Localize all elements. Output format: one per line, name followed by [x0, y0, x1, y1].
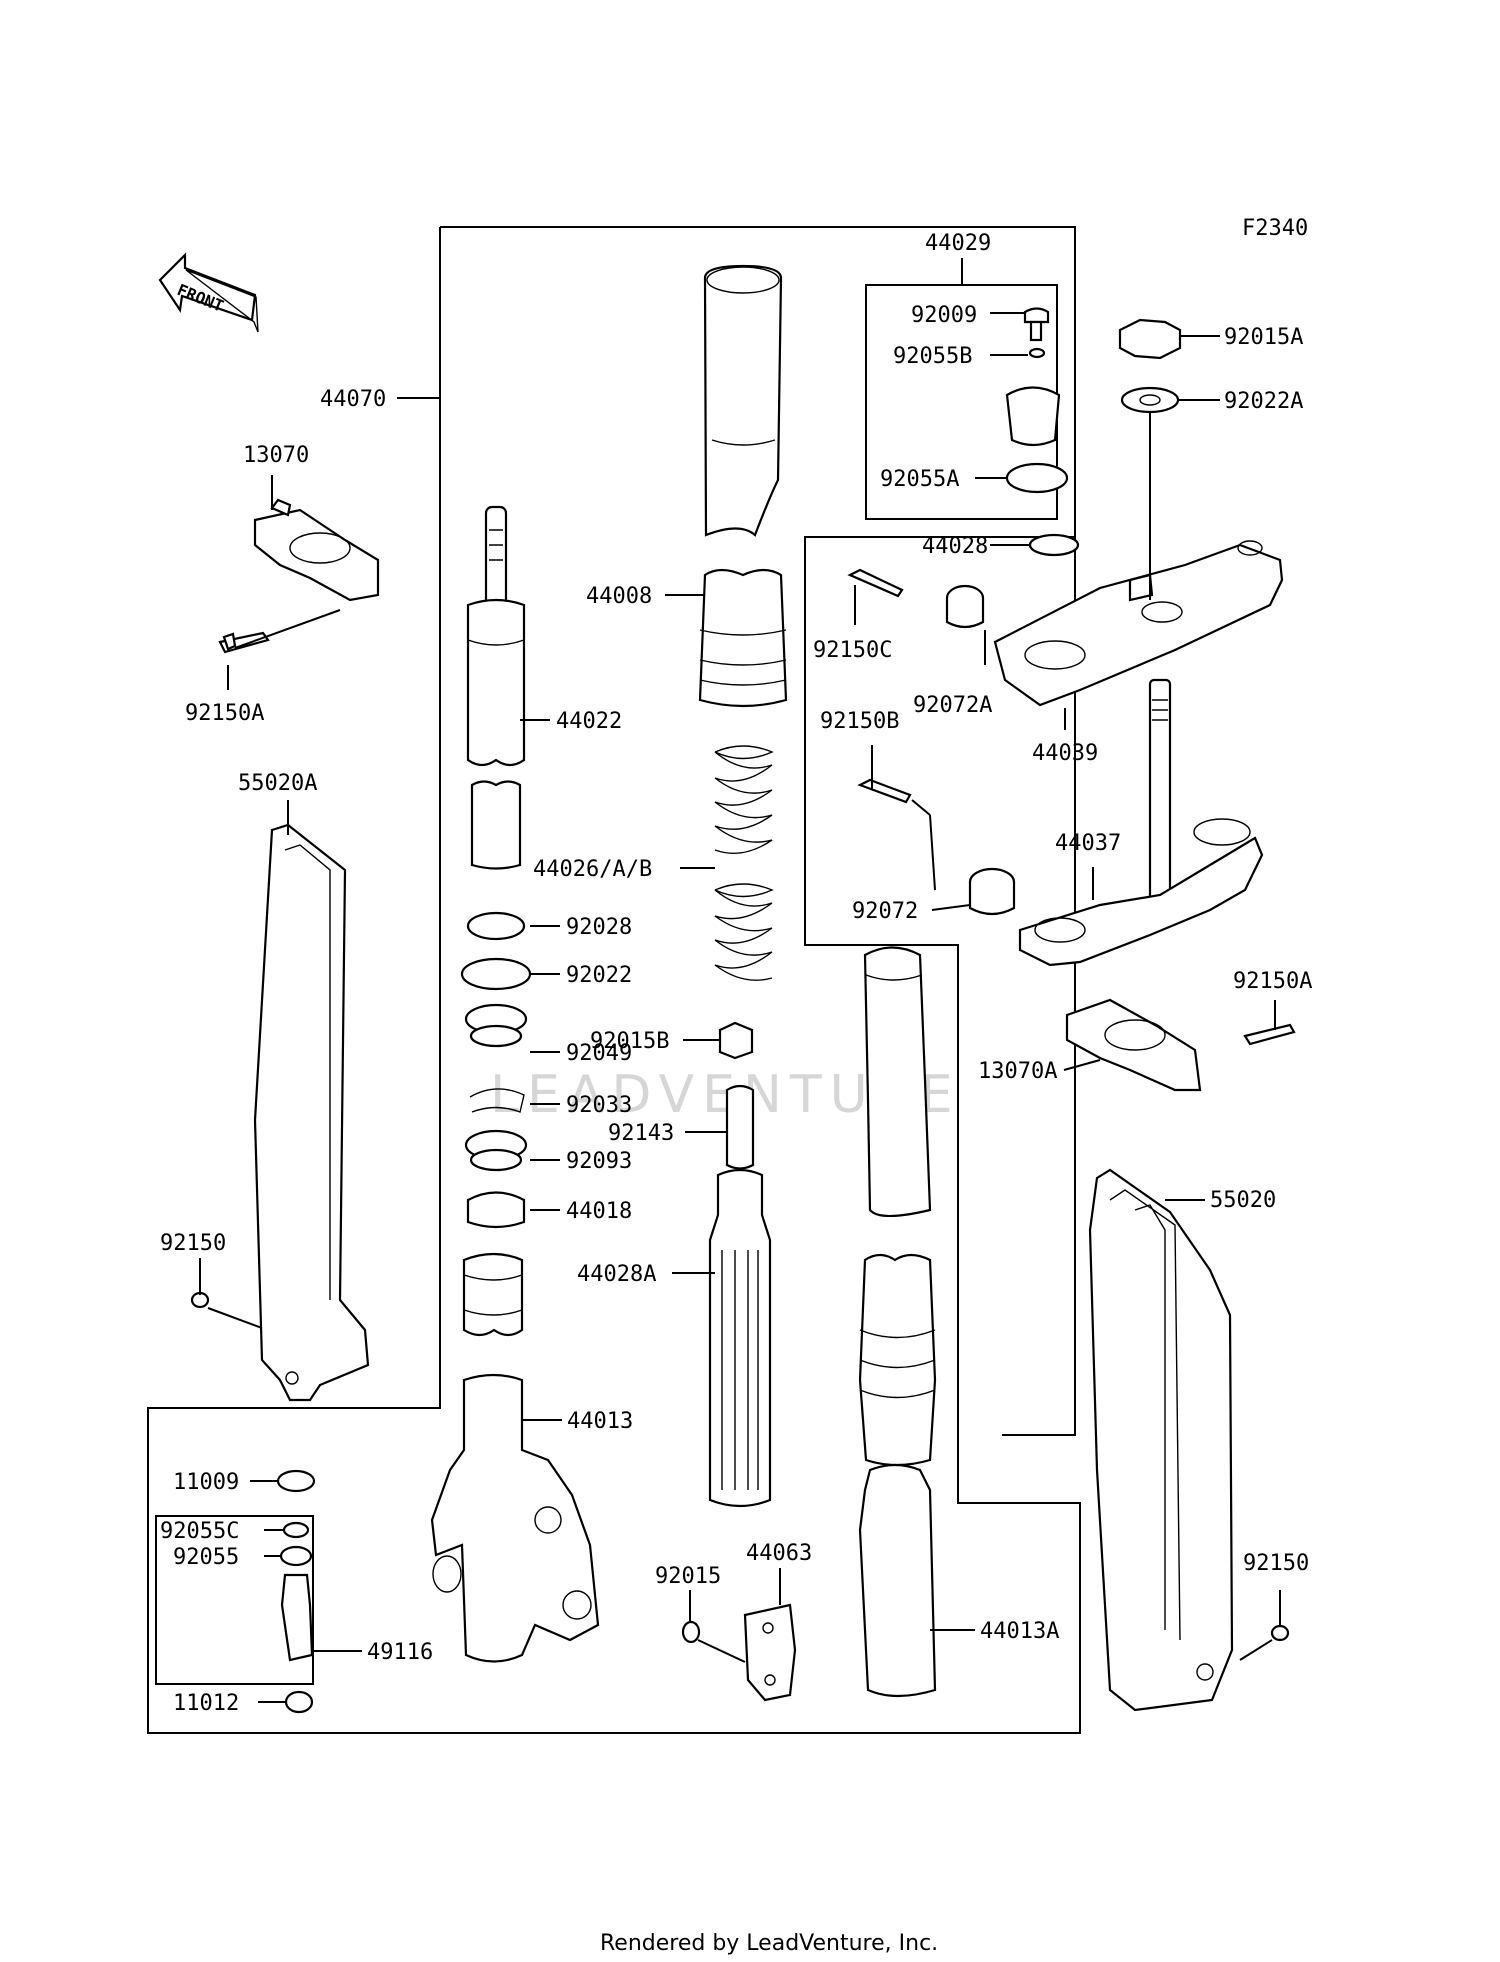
rebound-pipe	[725, 1084, 755, 1170]
outer-tube-upper	[698, 264, 788, 708]
label-44028A: 44028A	[577, 1262, 656, 1287]
label-11012: 11012	[173, 1691, 239, 1716]
label-92143: 92143	[608, 1121, 674, 1146]
front-arrow-icon: FRONT	[158, 252, 259, 333]
label-92055: 92055	[173, 1545, 239, 1570]
label-44063: 44063	[746, 1541, 812, 1566]
label-92055C: 92055C	[160, 1519, 239, 1544]
bleed-valve-kit-outline	[155, 1515, 314, 1685]
seal-stack	[460, 911, 532, 1229]
fork-guard-left	[253, 823, 370, 1402]
label-92028: 92028	[566, 915, 632, 940]
locknut	[718, 1021, 754, 1060]
label-92150A-right: 92150A	[1233, 969, 1312, 994]
label-44037: 44037	[1055, 831, 1121, 856]
fork-clamp-left	[218, 498, 380, 654]
label-44039: 44039	[1032, 741, 1098, 766]
label-55020A: 55020A	[238, 771, 317, 796]
label-11009: 11009	[173, 1470, 239, 1495]
fork-spring	[714, 745, 774, 981]
label-92049: 92049	[566, 1041, 632, 1066]
label-92055A: 92055A	[880, 467, 959, 492]
label-92009: 92009	[911, 303, 977, 328]
figure-code: F2340	[1242, 216, 1308, 241]
inner-tube-left	[430, 1252, 600, 1663]
label-44008: 44008	[586, 584, 652, 609]
label-13070A: 13070A	[978, 1059, 1057, 1084]
label-13070: 13070	[243, 443, 309, 468]
lower-triple-clamp	[1018, 678, 1264, 967]
label-92022A: 92022A	[1224, 389, 1303, 414]
label-49116: 49116	[367, 1640, 433, 1665]
label-44018: 44018	[566, 1199, 632, 1224]
leader-lines	[199, 258, 1281, 1703]
label-92093: 92093	[566, 1149, 632, 1174]
label-92022: 92022	[566, 963, 632, 988]
upper-triple-clamp	[993, 540, 1284, 707]
label-92150-right: 92150	[1243, 1551, 1309, 1576]
damper-bolt-parts	[1005, 307, 1080, 557]
axle-clamp	[681, 1603, 797, 1702]
label-92015B: 92015B	[590, 1029, 669, 1054]
label-44013A: 44013A	[980, 1619, 1059, 1644]
label-44022: 44022	[556, 709, 622, 734]
label-92150C: 92150C	[813, 638, 892, 663]
label-44013: 44013	[567, 1409, 633, 1434]
footer-credit: Rendered by LeadVenture, Inc.	[600, 1931, 938, 1956]
label-92150B: 92150B	[820, 709, 899, 734]
outer-tube-right	[858, 946, 937, 1698]
fork-assembly-outline	[147, 226, 1081, 1734]
label-92072A: 92072A	[913, 693, 992, 718]
fork-guard-right	[1088, 1168, 1234, 1712]
fork-clamp-right	[1065, 998, 1296, 1092]
bleed-valve-parts	[276, 1469, 316, 1714]
label-44026AB: 44026/A/B	[533, 857, 652, 882]
label-92033: 92033	[566, 1093, 632, 1118]
label-44070: 44070	[320, 387, 386, 412]
label-92072: 92072	[852, 899, 918, 924]
damper-cartridge	[466, 505, 526, 870]
label-92015A: 92015A	[1224, 325, 1303, 350]
label-92150-left: 92150	[160, 1231, 226, 1256]
label-44029: 44029	[925, 231, 991, 256]
label-92055B: 92055B	[893, 344, 972, 369]
label-44028: 44028	[922, 534, 988, 559]
damper-rod	[708, 1168, 772, 1508]
label-92150A-left: 92150A	[185, 701, 264, 726]
label-92015: 92015	[655, 1564, 721, 1589]
label-55020: 55020	[1210, 1188, 1276, 1213]
part-labels: 44029 92009 92055B 92055A 44028 44070 13…	[160, 231, 1312, 1716]
stem-nut	[1118, 318, 1182, 414]
